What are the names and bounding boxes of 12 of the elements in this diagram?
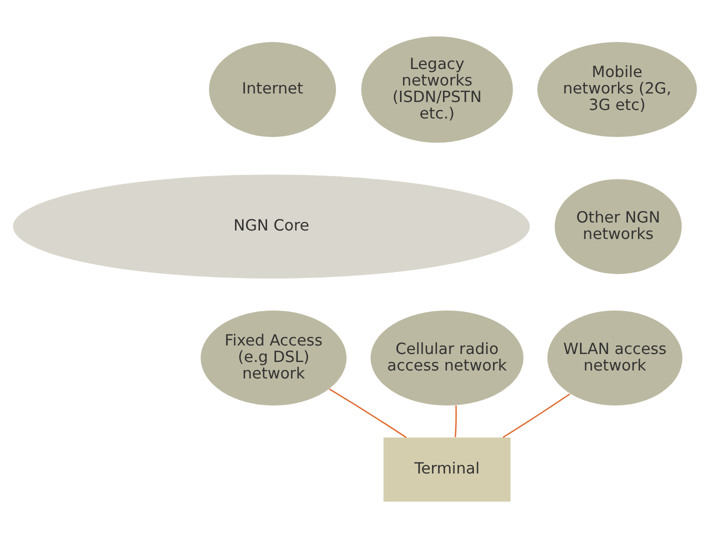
node-ellipse: Other NGN networks <box>554 179 682 274</box>
node-ellipse: Mobile networks (2G, 3G etc) <box>537 42 697 138</box>
connector <box>454 405 457 438</box>
node-ellipse: Internet <box>209 42 336 138</box>
node-ellipse: Legacy networks (ISDN/PSTN etc.) <box>361 36 513 143</box>
node-ellipse: Fixed Access (e.g DSL) network <box>200 310 347 406</box>
node-box: Terminal <box>384 438 511 502</box>
node-ellipse: WLAN access network <box>547 310 682 406</box>
connector <box>328 388 407 438</box>
node-ellipse: Cellular radio access network <box>370 310 524 406</box>
node-ellipse: NGN Core <box>12 174 530 278</box>
connector <box>502 393 570 438</box>
